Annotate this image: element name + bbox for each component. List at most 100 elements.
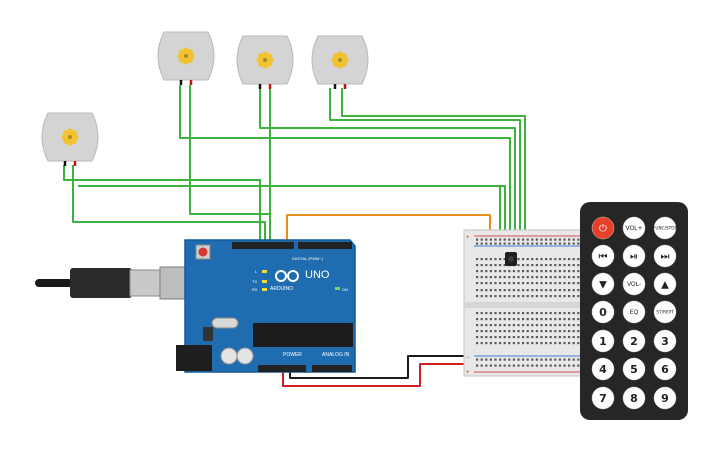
breadboard-hole[interactable] — [549, 242, 552, 245]
breadboard-hole[interactable] — [568, 295, 571, 298]
breadboard-hole[interactable] — [476, 358, 479, 361]
breadboard-hole[interactable] — [485, 330, 488, 333]
breadboard-hole[interactable] — [517, 258, 520, 261]
breadboard-hole[interactable] — [508, 276, 511, 279]
breadboard-hole[interactable] — [549, 276, 552, 279]
breadboard-hole[interactable] — [549, 324, 552, 327]
breadboard-hole[interactable] — [489, 318, 492, 321]
breadboard-hole[interactable] — [563, 336, 566, 339]
breadboard-hole[interactable] — [577, 295, 580, 298]
breadboard-hole[interactable] — [489, 242, 492, 245]
breadboard-hole[interactable] — [568, 282, 571, 285]
breadboard-hole[interactable] — [494, 342, 497, 345]
breadboard-hole[interactable] — [545, 318, 548, 321]
breadboard-hole[interactable] — [535, 295, 538, 298]
wire-motor2-b[interactable] — [189, 85, 271, 250]
breadboard-hole[interactable] — [540, 336, 543, 339]
breadboard-hole[interactable] — [540, 312, 543, 315]
dc-motor-2[interactable] — [157, 31, 215, 85]
breadboard-hole[interactable] — [554, 270, 557, 273]
breadboard-hole[interactable] — [522, 258, 525, 261]
breadboard-hole[interactable] — [476, 295, 479, 298]
breadboard-hole[interactable] — [494, 289, 497, 292]
breadboard-hole[interactable] — [499, 258, 502, 261]
breadboard-hole[interactable] — [568, 258, 571, 261]
breadboard-hole[interactable] — [485, 282, 488, 285]
breadboard-hole[interactable] — [572, 336, 575, 339]
breadboard-hole[interactable] — [554, 364, 557, 367]
breadboard-hole[interactable] — [494, 242, 497, 245]
breadboard-hole[interactable] — [535, 264, 538, 267]
breadboard-hole[interactable] — [526, 282, 529, 285]
remote-button-func-stop[interactable]: FUNC/STOP — [653, 216, 677, 240]
breadboard-hole[interactable] — [572, 295, 575, 298]
breadboard-hole[interactable] — [535, 324, 538, 327]
breadboard-hole[interactable] — [522, 282, 525, 285]
breadboard-hole[interactable] — [503, 276, 506, 279]
breadboard-hole[interactable] — [485, 364, 488, 367]
breadboard-hole[interactable] — [522, 264, 525, 267]
breadboard-hole[interactable] — [563, 282, 566, 285]
breadboard-hole[interactable] — [549, 342, 552, 345]
breadboard-hole[interactable] — [568, 324, 571, 327]
breadboard-hole[interactable] — [531, 282, 534, 285]
breadboard-hole[interactable] — [508, 324, 511, 327]
breadboard-hole[interactable] — [476, 270, 479, 273]
breadboard-hole[interactable] — [577, 276, 580, 279]
breadboard-hole[interactable] — [540, 318, 543, 321]
breadboard-hole[interactable] — [540, 295, 543, 298]
wire-motor4-a[interactable] — [329, 88, 521, 238]
breadboard-hole[interactable] — [499, 276, 502, 279]
breadboard-hole[interactable] — [512, 330, 515, 333]
breadboard-hole[interactable] — [489, 342, 492, 345]
breadboard-hole[interactable] — [480, 282, 483, 285]
breadboard-hole[interactable] — [503, 242, 506, 245]
breadboard-hole[interactable] — [540, 242, 543, 245]
breadboard-hole[interactable] — [526, 242, 529, 245]
breadboard-hole[interactable] — [558, 270, 561, 273]
breadboard-hole[interactable] — [531, 242, 534, 245]
breadboard-hole[interactable] — [568, 238, 571, 241]
breadboard-hole[interactable] — [568, 276, 571, 279]
breadboard-hole[interactable] — [531, 312, 534, 315]
breadboard-hole[interactable] — [577, 330, 580, 333]
breadboard-hole[interactable] — [545, 336, 548, 339]
breadboard-hole[interactable] — [499, 289, 502, 292]
breadboard-hole[interactable] — [572, 358, 575, 361]
dc-motor-4[interactable] — [311, 35, 369, 89]
breadboard-hole[interactable] — [485, 295, 488, 298]
breadboard-hole[interactable] — [577, 312, 580, 315]
breadboard-hole[interactable] — [508, 318, 511, 321]
breadboard-hole[interactable] — [503, 238, 506, 241]
breadboard-hole[interactable] — [531, 330, 534, 333]
breadboard-hole[interactable] — [572, 258, 575, 261]
breadboard-hole[interactable] — [503, 270, 506, 273]
breadboard-hole[interactable] — [517, 270, 520, 273]
breadboard-hole[interactable] — [512, 342, 515, 345]
breadboard-hole[interactable] — [476, 276, 479, 279]
breadboard-hole[interactable] — [512, 282, 515, 285]
breadboard-hole[interactable] — [577, 289, 580, 292]
breadboard-hole[interactable] — [480, 270, 483, 273]
breadboard-hole[interactable] — [535, 364, 538, 367]
breadboard-hole[interactable] — [572, 318, 575, 321]
breadboard-hole[interactable] — [526, 324, 529, 327]
breadboard-hole[interactable] — [526, 358, 529, 361]
breadboard-hole[interactable] — [499, 295, 502, 298]
breadboard-hole[interactable] — [480, 312, 483, 315]
wire-motor1-a[interactable] — [63, 165, 261, 250]
breadboard-hole[interactable] — [508, 289, 511, 292]
breadboard-hole[interactable] — [503, 282, 506, 285]
breadboard-hole[interactable] — [545, 364, 548, 367]
breadboard-hole[interactable] — [476, 318, 479, 321]
breadboard-hole[interactable] — [554, 238, 557, 241]
breadboard-hole[interactable] — [499, 318, 502, 321]
breadboard-hole[interactable] — [540, 364, 543, 367]
breadboard-hole[interactable] — [485, 358, 488, 361]
breadboard-hole[interactable] — [577, 282, 580, 285]
breadboard-hole[interactable] — [489, 289, 492, 292]
breadboard-hole[interactable] — [577, 258, 580, 261]
breadboard-hole[interactable] — [489, 364, 492, 367]
breadboard-hole[interactable] — [517, 242, 520, 245]
breadboard-hole[interactable] — [531, 336, 534, 339]
